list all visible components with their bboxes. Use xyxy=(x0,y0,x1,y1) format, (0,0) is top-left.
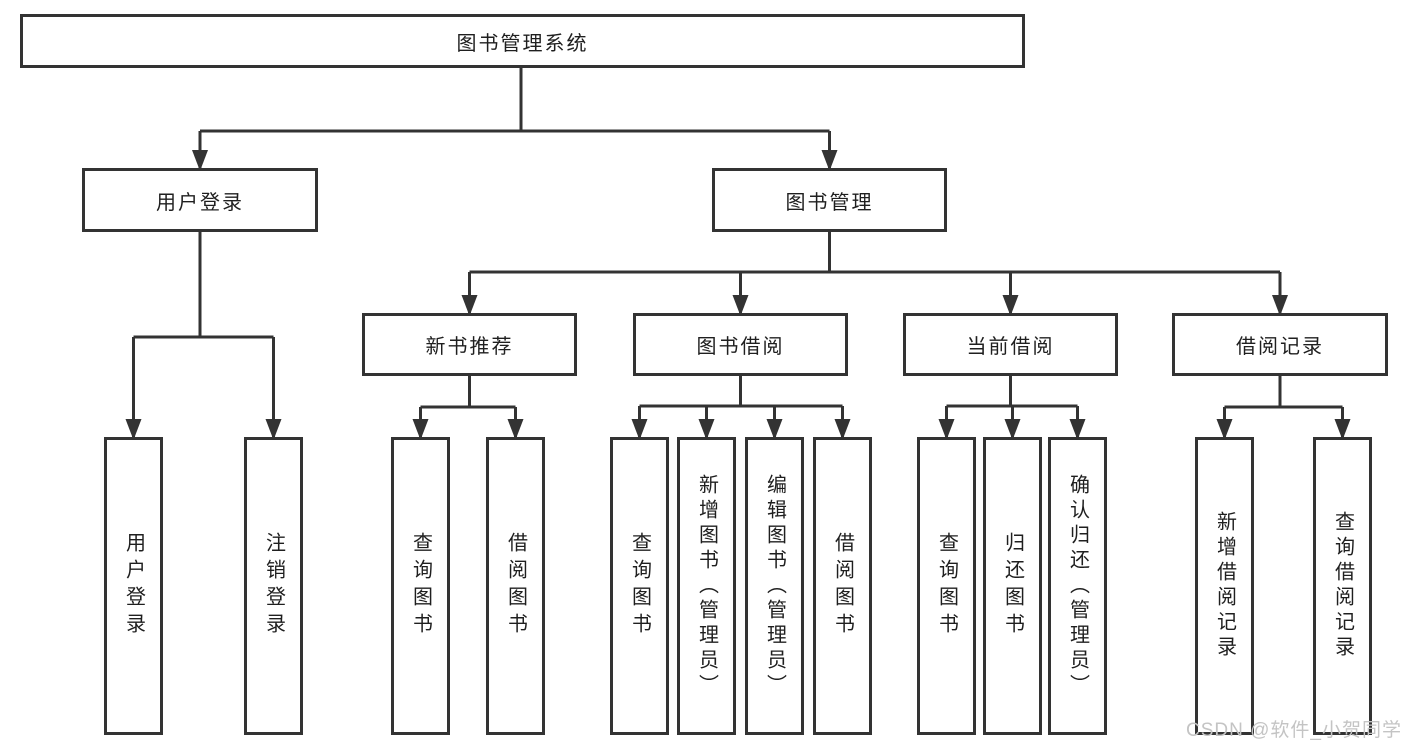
leaf-record-query-borrow-record: 查询借阅记录 xyxy=(1313,437,1372,735)
leaf-logout-login-label: 注销登录 xyxy=(262,532,285,640)
node-root-library-system: 图书管理系统 xyxy=(20,14,1025,68)
node-new-book-recommend: 新书推荐 xyxy=(362,313,577,376)
node-book-management-label: 图书管理 xyxy=(785,191,874,214)
leaf-recommend-borrow-book-label: 借阅图书 xyxy=(504,532,527,640)
leaf-current-query-book-label: 查询图书 xyxy=(935,532,958,640)
leaf-current-query-book: 查询图书 xyxy=(917,437,976,735)
leaf-record-add-borrow-record-label: 新增借阅记录 xyxy=(1213,511,1236,661)
node-user-login-branch: 用户登录 xyxy=(82,168,318,232)
node-book-borrow-label: 图书借阅 xyxy=(696,336,785,358)
leaf-borrow-edit-book-admin-label: 编辑图书（管理员） xyxy=(763,473,786,699)
leaf-recommend-query-book-label: 查询图书 xyxy=(409,532,432,640)
leaf-borrow-borrow-book-label: 借阅图书 xyxy=(831,532,854,640)
leaf-current-confirm-return-admin: 确认归还（管理员） xyxy=(1048,437,1107,735)
node-book-borrow: 图书借阅 xyxy=(633,313,848,376)
node-borrow-record: 借阅记录 xyxy=(1172,313,1388,376)
leaf-borrow-query-book: 查询图书 xyxy=(610,437,669,735)
leaf-borrow-add-book-admin: 新增图书（管理员） xyxy=(677,437,736,735)
leaf-user-login-label: 用户登录 xyxy=(122,532,145,640)
leaf-current-confirm-return-admin-label: 确认归还（管理员） xyxy=(1066,473,1089,699)
leaf-record-query-borrow-record-label: 查询借阅记录 xyxy=(1331,511,1354,661)
node-new-book-recommend-label: 新书推荐 xyxy=(425,336,514,358)
leaf-record-add-borrow-record: 新增借阅记录 xyxy=(1195,437,1254,735)
leaf-current-return-book-label: 归还图书 xyxy=(1001,532,1024,640)
node-book-management: 图书管理 xyxy=(712,168,947,232)
node-borrow-record-label: 借阅记录 xyxy=(1236,336,1324,358)
node-user-login-branch-label: 用户登录 xyxy=(156,191,244,214)
node-current-borrow-label: 当前借阅 xyxy=(966,336,1055,358)
leaf-current-return-book: 归还图书 xyxy=(983,437,1042,735)
node-current-borrow: 当前借阅 xyxy=(903,313,1118,376)
node-root-label: 图书管理系统 xyxy=(456,32,589,55)
leaf-borrow-query-book-label: 查询图书 xyxy=(628,532,651,640)
leaf-borrow-borrow-book: 借阅图书 xyxy=(813,437,872,735)
connector-trunks xyxy=(133,68,1343,409)
leaf-logout-login: 注销登录 xyxy=(244,437,303,735)
leaf-borrow-edit-book-admin: 编辑图书（管理员） xyxy=(745,437,804,735)
csdn-watermark: CSDN @软件_小贺同学 xyxy=(1186,720,1402,741)
leaf-user-login: 用户登录 xyxy=(104,437,163,735)
leaf-borrow-add-book-admin-label: 新增图书（管理员） xyxy=(695,473,718,699)
leaf-recommend-borrow-book: 借阅图书 xyxy=(486,437,545,735)
leaf-recommend-query-book: 查询图书 xyxy=(391,437,450,735)
